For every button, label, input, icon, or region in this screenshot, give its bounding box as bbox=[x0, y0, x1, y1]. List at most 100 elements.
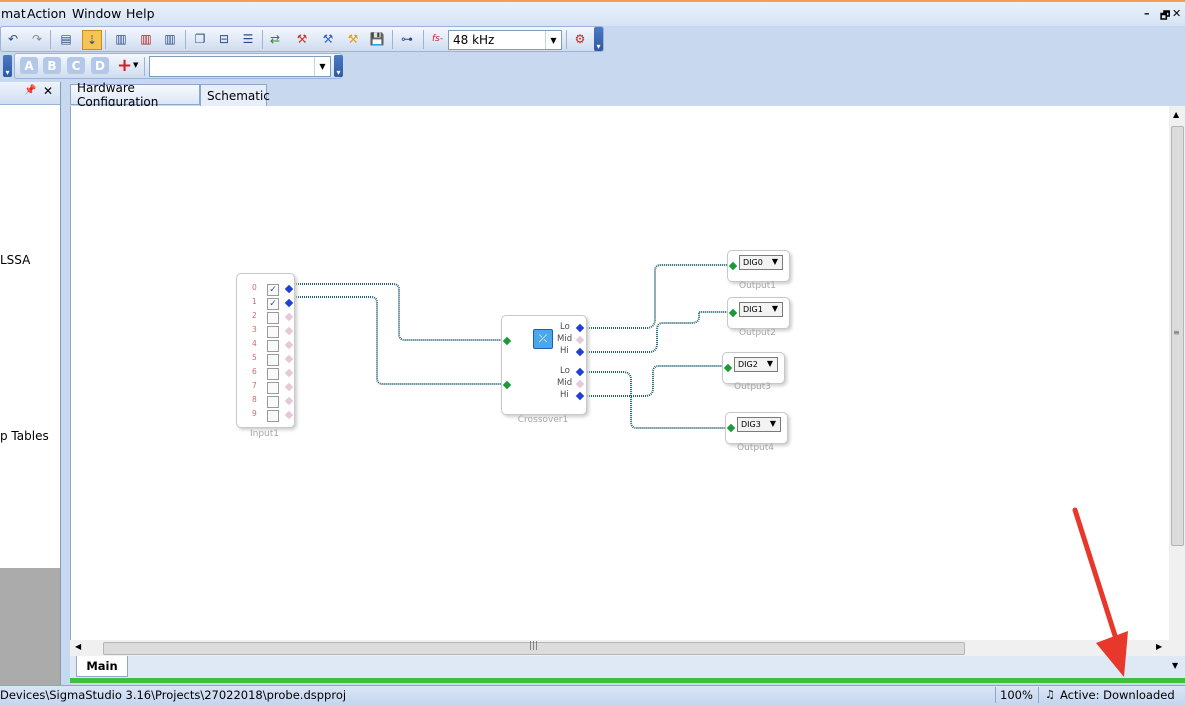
block-select[interactable]: ▼ bbox=[149, 56, 331, 77]
channel-checkbox[interactable] bbox=[267, 396, 279, 408]
output-input-pin[interactable] bbox=[728, 308, 738, 318]
close-icon[interactable]: ✕ bbox=[1172, 7, 1182, 20]
channel-checkbox[interactable] bbox=[267, 354, 279, 366]
input-output-pin[interactable] bbox=[284, 284, 294, 294]
input-output-pin[interactable] bbox=[284, 368, 294, 378]
a-button[interactable]: A bbox=[20, 57, 38, 74]
channel-checkbox[interactable]: ✓ bbox=[267, 284, 279, 296]
channel-checkbox[interactable] bbox=[267, 382, 279, 394]
pointer-mode-icon[interactable]: ⇣ bbox=[82, 30, 102, 50]
channel-checkbox[interactable] bbox=[267, 410, 279, 422]
output-block[interactable]: DIG2▼ bbox=[722, 352, 785, 384]
output-input-pin[interactable] bbox=[726, 423, 736, 433]
tab-schematic[interactable]: Schematic bbox=[200, 84, 270, 106]
output-select[interactable]: DIG1▼ bbox=[739, 302, 783, 317]
menu-format[interactable]: mat bbox=[1, 6, 26, 21]
output-block[interactable]: DIG0▼ bbox=[727, 250, 790, 282]
settings-icon[interactable]: ⚙ bbox=[574, 32, 586, 46]
input-output-pin[interactable] bbox=[284, 312, 294, 322]
wire-in1-crossover[interactable] bbox=[290, 296, 506, 385]
crossover-output-pin[interactable] bbox=[575, 367, 585, 377]
crossover-input-pin[interactable] bbox=[502, 336, 512, 346]
output-select[interactable]: DIG2▼ bbox=[734, 357, 778, 372]
tab-hardware-configuration[interactable]: Hardware Configuration bbox=[70, 81, 200, 109]
sample-rate-select[interactable]: 48 kHz ▼ bbox=[448, 30, 562, 50]
minimize-icon[interactable]: – bbox=[1144, 7, 1150, 20]
channel-checkbox[interactable] bbox=[267, 326, 279, 338]
crossover-output-pin[interactable] bbox=[575, 335, 585, 345]
input-output-pin[interactable] bbox=[284, 410, 294, 420]
wire-lo-out4[interactable] bbox=[581, 371, 729, 429]
vertical-scroll-thumb[interactable] bbox=[1171, 126, 1184, 546]
output-input-pin[interactable] bbox=[723, 363, 733, 373]
copy-icon[interactable]: ❐ bbox=[194, 32, 206, 46]
menu-action[interactable]: Action bbox=[27, 6, 67, 21]
channel-checkbox[interactable] bbox=[267, 340, 279, 352]
add-icon[interactable]: + bbox=[117, 55, 133, 76]
layout-icon[interactable]: ▤ bbox=[60, 32, 72, 46]
redo-icon[interactable]: ↷ bbox=[31, 32, 43, 46]
wire-hi-out3[interactable] bbox=[581, 365, 724, 397]
b-button[interactable]: B bbox=[43, 57, 61, 74]
channel-checkbox[interactable] bbox=[267, 312, 279, 324]
crossover-output-pin[interactable] bbox=[575, 379, 585, 389]
tab-main[interactable]: Main bbox=[76, 656, 128, 677]
tree-item-tables[interactable]: p Tables bbox=[0, 429, 49, 443]
scroll-up-icon[interactable]: ▲ bbox=[1173, 110, 1180, 119]
hierarchy-icon[interactable]: ⊶ bbox=[401, 32, 413, 46]
output-select[interactable]: DIG0▼ bbox=[739, 255, 783, 270]
output-block[interactable]: DIG3▼ bbox=[725, 412, 788, 444]
input-output-pin[interactable] bbox=[284, 396, 294, 406]
chevron-down-icon[interactable]: ▼ bbox=[314, 57, 330, 76]
pin-icon[interactable]: 📌 bbox=[24, 85, 37, 96]
crossover-input-pin[interactable] bbox=[502, 380, 512, 390]
splitter[interactable] bbox=[61, 82, 70, 685]
output-block[interactable]: DIG1▼ bbox=[727, 297, 790, 329]
toolbar-grip-icon[interactable]: ▾ bbox=[3, 55, 12, 77]
download-icon[interactable]: ⚒ bbox=[322, 32, 334, 46]
tree-item-lssa[interactable]: LSSA bbox=[0, 253, 31, 267]
wire-hi-out2[interactable] bbox=[581, 311, 730, 353]
scroll-left-icon[interactable]: ◀ bbox=[75, 642, 82, 651]
chevron-down-icon[interactable]: ▼ bbox=[1172, 661, 1179, 670]
channel-checkbox[interactable] bbox=[267, 368, 279, 380]
wire-lo-out1[interactable] bbox=[581, 264, 730, 329]
input-output-pin[interactable] bbox=[284, 354, 294, 364]
toolbar-overflow-icon[interactable]: ▾ bbox=[334, 55, 343, 77]
input-output-pin[interactable] bbox=[284, 326, 294, 336]
crossover-output-pin[interactable] bbox=[575, 391, 585, 401]
vertical-scrollbar[interactable]: ▲ ≡ bbox=[1169, 106, 1185, 640]
wire-in0-crossover[interactable] bbox=[290, 283, 506, 341]
scroll-right-icon[interactable]: ▶ bbox=[1156, 642, 1163, 651]
chevron-down-icon[interactable]: ▼ bbox=[133, 61, 139, 69]
undo-icon[interactable]: ↶ bbox=[7, 32, 19, 46]
save-icon[interactable]: 💾 bbox=[369, 32, 385, 46]
crossover-output-pin[interactable] bbox=[575, 323, 585, 333]
crossover-output-pin[interactable] bbox=[575, 347, 585, 357]
c-button[interactable]: C bbox=[67, 57, 85, 74]
toolbar-overflow-icon[interactable]: ▾ bbox=[594, 27, 603, 51]
align-left-icon[interactable]: ▥ bbox=[115, 32, 127, 46]
align-right-icon[interactable]: ▥ bbox=[164, 32, 176, 46]
align-center-icon[interactable]: ▥ bbox=[140, 32, 152, 46]
input-output-pin[interactable] bbox=[284, 382, 294, 392]
panel-close-icon[interactable]: ✕ bbox=[43, 84, 54, 98]
output-select[interactable]: DIG3▼ bbox=[737, 417, 781, 432]
link-download-icon[interactable]: ⚒ bbox=[347, 32, 359, 46]
distribute-h-icon[interactable]: ⊟ bbox=[218, 32, 230, 46]
link-compile-icon[interactable]: ⇄ bbox=[269, 32, 281, 46]
menu-help[interactable]: Help bbox=[126, 6, 155, 21]
horizontal-scroll-thumb[interactable] bbox=[103, 642, 965, 655]
d-button[interactable]: D bbox=[91, 57, 109, 74]
distribute-v-icon[interactable]: ☰ bbox=[242, 32, 254, 46]
chevron-down-icon[interactable]: ▼ bbox=[545, 31, 561, 49]
compile-icon[interactable]: ⚒ bbox=[296, 32, 308, 46]
input-output-pin[interactable] bbox=[284, 340, 294, 350]
menu-window[interactable]: Window bbox=[72, 6, 122, 21]
input-output-pin[interactable] bbox=[284, 298, 294, 308]
crossover-block[interactable]: ⤫ Lo Mid Hi Lo Mid Hi bbox=[501, 315, 587, 415]
horizontal-scrollbar[interactable]: ◀ ||| ▶ bbox=[70, 640, 1185, 656]
channel-checkbox[interactable]: ✓ bbox=[267, 298, 279, 310]
